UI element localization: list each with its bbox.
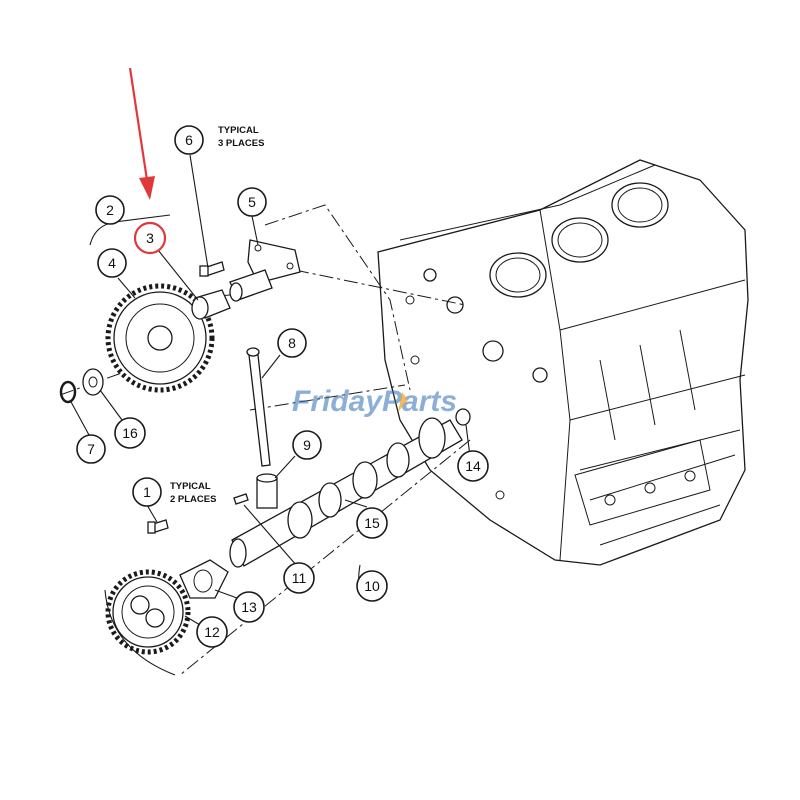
callout-4: 4: [97, 248, 127, 278]
callout-2: 2: [95, 195, 125, 225]
callout-2-label: 2: [106, 202, 114, 218]
callout-3: 3: [133, 221, 167, 255]
typical-2-line2: 2 PLACES: [170, 494, 216, 505]
callout-8-label: 8: [288, 335, 296, 351]
callout-15: 15: [356, 507, 388, 539]
callout-11-label: 11: [292, 570, 307, 586]
callout-10: 10: [356, 570, 388, 602]
callout-7-label: 7: [87, 441, 95, 457]
typical-3-line1: TYPICAL: [218, 125, 259, 136]
callout-11: 11: [283, 562, 315, 594]
callout-5: 5: [237, 187, 267, 217]
callout-12-label: 12: [204, 624, 220, 640]
callout-9-label: 9: [303, 437, 311, 453]
bolt-lower: [147, 519, 169, 534]
typical-2-places-note: TYPICAL 2 PLACES: [170, 481, 216, 505]
push-rod: [246, 347, 271, 467]
callout-1: 1: [132, 477, 162, 507]
tappet: [256, 473, 278, 509]
callout-12: 12: [196, 616, 228, 648]
callout-6: 6: [174, 125, 204, 155]
highlight-arrow: [128, 67, 155, 200]
thrust-plate: [179, 559, 229, 599]
leader-lines: [69, 154, 471, 676]
callout-14: 14: [457, 450, 489, 482]
washer: [82, 368, 104, 396]
callout-7: 7: [76, 434, 106, 464]
callout-10-label: 10: [364, 578, 380, 594]
snap-ring: [59, 380, 77, 404]
watermark: FridayParts: [292, 385, 457, 418]
idler-shaft-bracket: [229, 239, 301, 302]
callout-13-label: 13: [241, 599, 257, 615]
typical-3-line2: 3 PLACES: [218, 138, 264, 149]
bushing: [191, 289, 231, 320]
callout-1-label: 1: [143, 484, 151, 500]
callout-15-label: 15: [364, 515, 380, 531]
camshaft: [229, 417, 463, 568]
typical-2-line1: TYPICAL: [170, 481, 211, 492]
callout-3-label: 3: [146, 230, 154, 246]
callout-6-label: 6: [185, 132, 193, 148]
watermark-text: FridayParts: [292, 385, 457, 418]
callout-5-label: 5: [248, 194, 256, 210]
bolt-upper: [199, 261, 225, 277]
callout-16-label: 16: [122, 425, 138, 441]
callout-13: 13: [233, 591, 265, 623]
callout-4-label: 4: [108, 255, 116, 271]
cam-gear: [105, 569, 191, 655]
typical-3-places-note: TYPICAL 3 PLACES: [218, 125, 264, 149]
idler-gear: [105, 283, 215, 393]
callout-9: 9: [292, 430, 322, 460]
woodruff-key: [233, 493, 249, 505]
callout-14-label: 14: [465, 458, 481, 474]
plug: [455, 408, 471, 426]
callout-8: 8: [277, 328, 307, 358]
callout-16: 16: [114, 417, 146, 449]
